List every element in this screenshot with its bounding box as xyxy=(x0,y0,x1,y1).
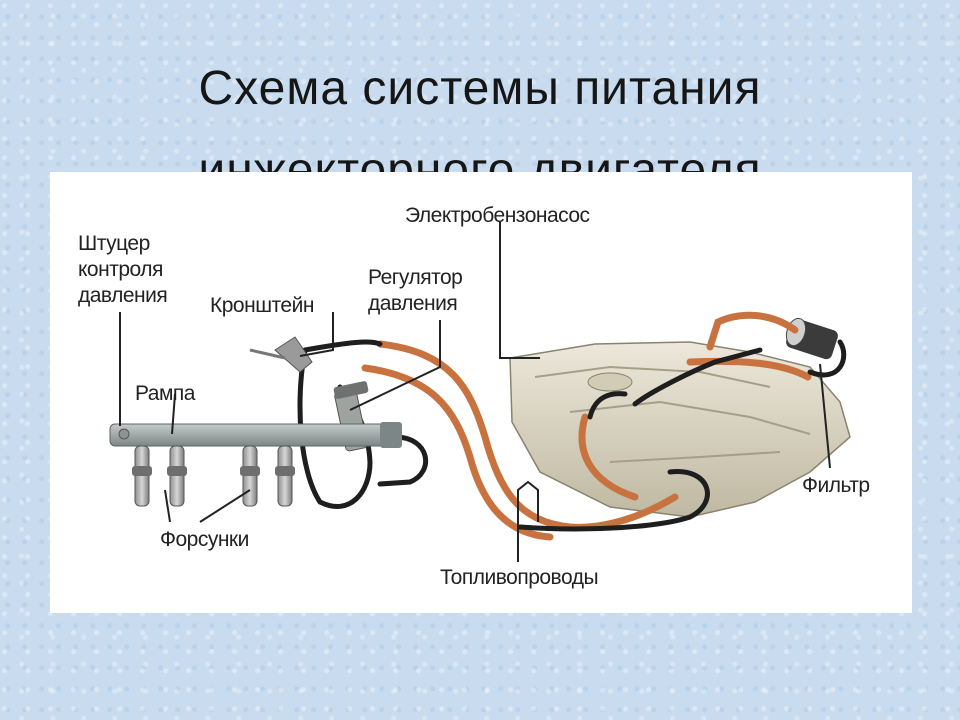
label-pressure-fitting-line-2: контроля xyxy=(78,258,163,281)
fuel-tank xyxy=(509,341,851,518)
label-pressure-fitting-line-3: давления xyxy=(78,284,167,307)
fuel-rail xyxy=(109,422,402,448)
injector xyxy=(240,445,260,507)
label-regulator-line-1: Регулятор xyxy=(368,266,462,289)
bracket xyxy=(249,336,313,373)
fuel-system-diagram: Штуцер контроля давления Кронштейн Регул… xyxy=(78,204,870,589)
label-bracket: Кронштейн xyxy=(210,294,314,317)
injector xyxy=(275,445,295,507)
diagram-panel: Штуцер контроля давления Кронштейн Регул… xyxy=(50,172,912,613)
injector xyxy=(132,445,152,507)
label-regulator-line-2: давления xyxy=(368,292,457,315)
slide-title: Схема системы питания инжекторного двига… xyxy=(0,48,960,212)
fuel-filter xyxy=(785,317,838,360)
label-filter: Фильтр xyxy=(802,474,870,497)
label-regulator: Регулятор давления xyxy=(368,266,463,315)
leader-lines xyxy=(119,222,831,562)
label-fuel-lines: Топливопроводы xyxy=(440,566,598,589)
slide-title-line-1: Схема системы питания xyxy=(198,62,762,115)
label-rail: Рампа xyxy=(135,382,196,405)
label-pressure-fitting: Штуцер контроля давления xyxy=(78,232,168,307)
label-fuel-pump: Электробензонасос xyxy=(405,204,590,227)
injector xyxy=(167,445,187,507)
label-pressure-fitting-line-1: Штуцер xyxy=(78,232,150,255)
label-injectors: Форсунки xyxy=(160,528,249,551)
fuel-lines-copper xyxy=(361,311,812,541)
injectors xyxy=(132,445,295,507)
